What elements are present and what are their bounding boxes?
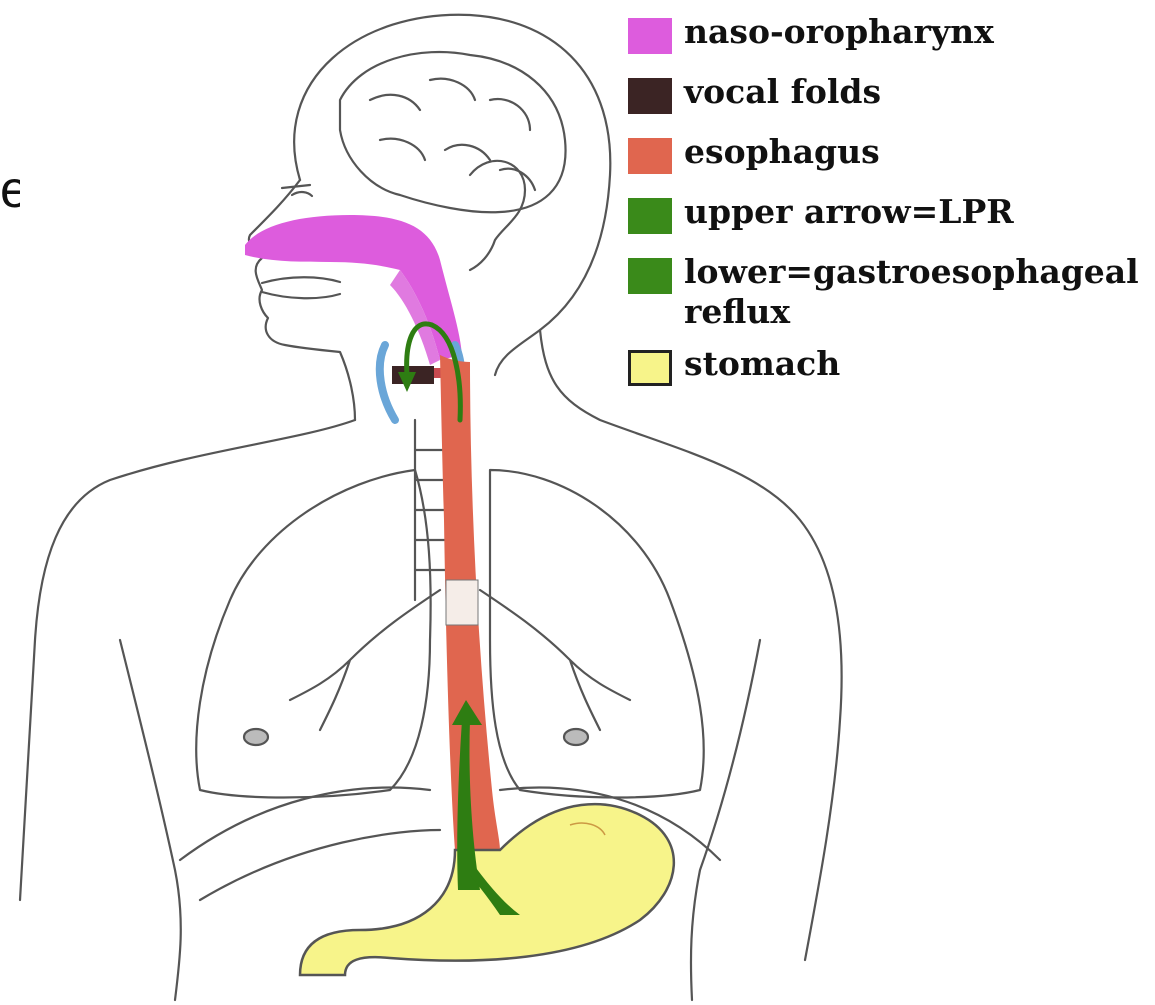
left-lung <box>196 470 430 798</box>
legend-label: stomach <box>684 344 1144 384</box>
legend-item-lower-arrow: lower=gastroesophageal reflux <box>628 252 1148 344</box>
legend-label: esophagus <box>684 132 1144 172</box>
ear <box>470 161 525 270</box>
legend-swatch <box>628 258 672 294</box>
eye <box>282 185 312 196</box>
torso-left <box>120 640 181 1000</box>
left-nipple <box>244 729 268 745</box>
mouth <box>262 277 340 298</box>
right-lung <box>490 470 704 798</box>
legend-item-vocal-folds: vocal folds <box>628 72 1148 132</box>
rib-line <box>200 830 440 900</box>
legend-swatch <box>628 350 672 386</box>
torso-right <box>691 640 760 1000</box>
legend-label: upper arrow=LPR <box>684 192 1144 232</box>
left-shoulder <box>20 420 355 900</box>
legend-label: vocal folds <box>684 72 1144 112</box>
legend-swatch <box>628 18 672 54</box>
esophagus-overlap <box>446 580 478 625</box>
legend: naso-oropharynx vocal folds esophagus up… <box>628 12 1148 404</box>
brain-folds <box>340 52 566 212</box>
right-nipple <box>564 729 588 745</box>
legend-item-stomach: stomach <box>628 344 1148 404</box>
legend-item-upper-arrow: upper arrow=LPR <box>628 192 1148 252</box>
legend-label: naso-oropharynx <box>684 12 1144 52</box>
legend-item-esophagus: esophagus <box>628 132 1148 192</box>
legend-label: lower=gastroesophageal reflux <box>684 252 1144 332</box>
legend-swatch <box>628 78 672 114</box>
legend-swatch <box>628 138 672 174</box>
legend-swatch <box>628 198 672 234</box>
legend-item-naso-oropharynx: naso-oropharynx <box>628 12 1148 72</box>
